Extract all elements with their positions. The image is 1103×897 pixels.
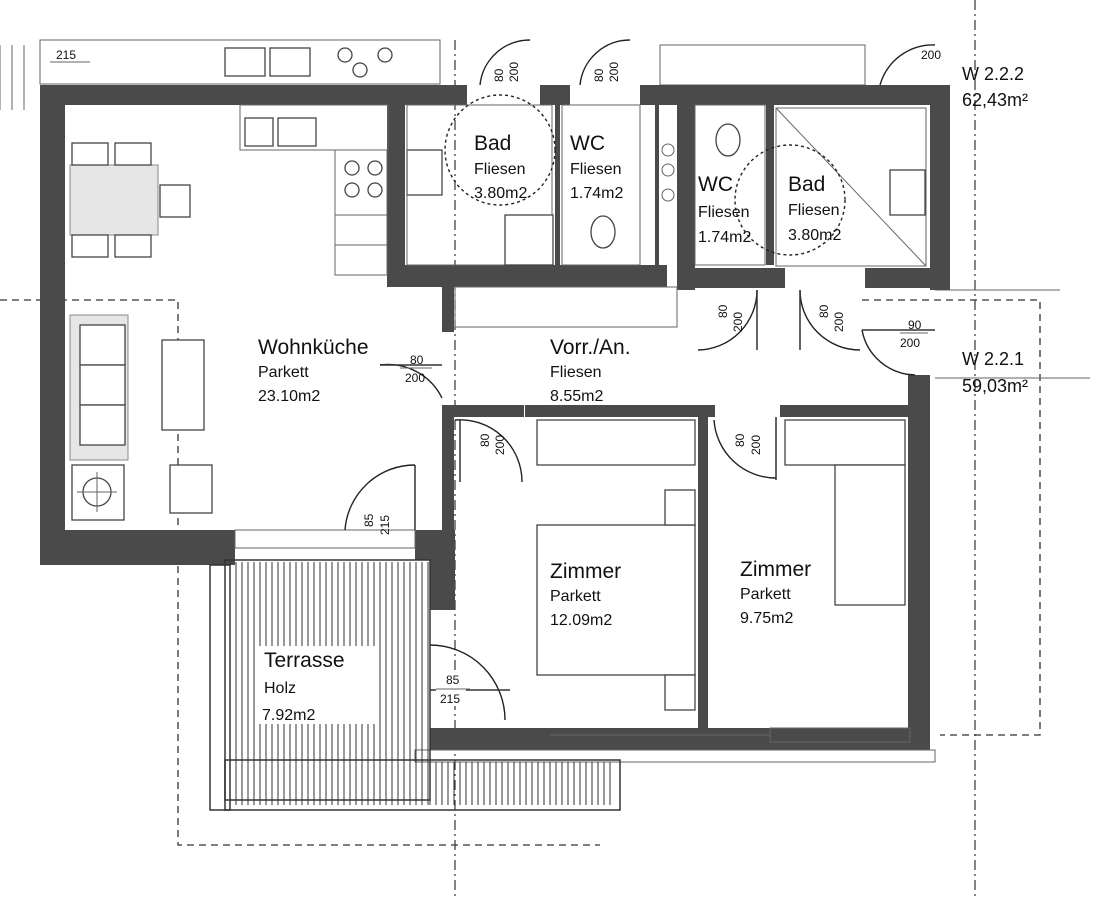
door-dim-terrace-2: 85 215 <box>436 670 470 706</box>
room-area: 9.75m2 <box>740 610 793 627</box>
door-height: 200 <box>607 62 621 82</box>
door-dim-entry: 90 200 <box>900 318 928 350</box>
room-name: WC <box>698 173 733 196</box>
room-name: Vorr./An. <box>550 336 631 359</box>
room-area: 23.10m2 <box>258 388 320 405</box>
unit-area: 62,43m² <box>962 90 1028 110</box>
edge-dims: 215 200 <box>50 48 941 63</box>
edge-dim-right: 200 <box>921 48 941 62</box>
walls <box>40 85 950 750</box>
room-floor: Fliesen <box>550 364 602 381</box>
door-width: 80 <box>492 68 506 82</box>
room-area: 3.80m2 <box>788 227 841 244</box>
door-dim-wc-left: 80 200 <box>592 62 621 82</box>
room-name: Terrasse <box>264 649 345 672</box>
door-height: 200 <box>731 312 745 332</box>
door-width: 80 <box>592 68 606 82</box>
room-floor: Fliesen <box>474 161 526 178</box>
room-label-wc-right: WC Fliesen 1.74m2 <box>698 173 751 246</box>
room-name: Zimmer <box>740 558 811 581</box>
door-height: 200 <box>900 336 920 350</box>
door-height: 200 <box>493 435 507 455</box>
room-area: 3.80m2 <box>474 185 527 202</box>
door-width: 80 <box>733 433 747 447</box>
beds <box>536 419 906 711</box>
unit-label-w221: W 2.2.1 59,03m² <box>962 349 1028 396</box>
door-width: 90 <box>908 318 922 332</box>
room-floor: Parkett <box>258 364 309 381</box>
door-dim-terrace-1: 85 215 <box>362 513 392 535</box>
room-label-wc-left: WC Fliesen 1.74m2 <box>570 132 623 202</box>
door-height: 200 <box>507 62 521 82</box>
door-width: 80 <box>410 353 424 367</box>
room-floor: Fliesen <box>698 204 750 221</box>
door-height: 215 <box>440 692 460 706</box>
unit-area: 59,03m² <box>962 376 1028 396</box>
door-height: 215 <box>378 515 392 535</box>
room-name: Zimmer <box>550 560 621 583</box>
edge-dim-left: 215 <box>56 48 76 62</box>
door-height: 200 <box>832 312 846 332</box>
room-label-zimmer-right: Zimmer Parkett 9.75m2 <box>740 558 811 627</box>
door-width: 85 <box>362 513 376 527</box>
door-height: 200 <box>749 435 763 455</box>
room-floor: Fliesen <box>570 161 622 178</box>
window-lines <box>234 286 936 763</box>
room-name: WC <box>570 132 605 155</box>
door-dim-wohnkueche: 80 200 <box>400 353 432 385</box>
room-area: 12.09m2 <box>550 612 612 629</box>
door-width: 85 <box>446 673 460 687</box>
room-name: Bad <box>788 173 825 196</box>
room-label-bad-right: Bad Fliesen 3.80m2 <box>788 173 841 244</box>
room-floor: Holz <box>264 680 296 697</box>
room-floor: Parkett <box>740 586 791 603</box>
room-label-bad-left: Bad Fliesen 3.80m2 <box>474 132 527 202</box>
room-area: 7.92m2 <box>262 707 315 724</box>
room-name: Wohnküche <box>258 336 369 359</box>
door-dim-bad-left: 80 200 <box>492 62 521 82</box>
room-label-wohnkueche: Wohnküche Parkett 23.10m2 <box>258 336 369 405</box>
room-label-terrasse: Terrasse Holz 7.92m2 <box>258 646 378 724</box>
upper-fragments <box>0 39 866 110</box>
room-area: 8.55m2 <box>550 388 603 405</box>
room-label-zimmer-left: Zimmer Parkett 12.09m2 <box>550 560 621 629</box>
door-dim-bad-right: 80 200 <box>817 304 846 332</box>
door-dim-zimmer-left: 80 200 <box>478 433 507 455</box>
unit-number: W 2.2.2 <box>962 64 1024 84</box>
room-area: 1.74m2 <box>698 229 751 246</box>
unit-number: W 2.2.1 <box>962 349 1024 369</box>
door-width: 80 <box>478 433 492 447</box>
furniture <box>69 104 389 521</box>
door-swings <box>344 39 936 721</box>
door-dim-zimmer-right: 80 200 <box>733 433 763 455</box>
room-floor: Fliesen <box>788 202 840 219</box>
room-name: Bad <box>474 132 511 155</box>
room-floor: Parkett <box>550 588 601 605</box>
door-dim-wc-right: 80 200 <box>716 304 745 332</box>
door-width: 80 <box>817 304 831 318</box>
room-label-vorraum: Vorr./An. Fliesen 8.55m2 <box>550 336 631 405</box>
room-area: 1.74m2 <box>570 185 623 202</box>
unit-label-w222: W 2.2.2 62,43m² <box>962 64 1028 110</box>
door-width: 80 <box>716 304 730 318</box>
sanitary-fixtures <box>406 104 927 267</box>
door-height: 200 <box>405 371 425 385</box>
